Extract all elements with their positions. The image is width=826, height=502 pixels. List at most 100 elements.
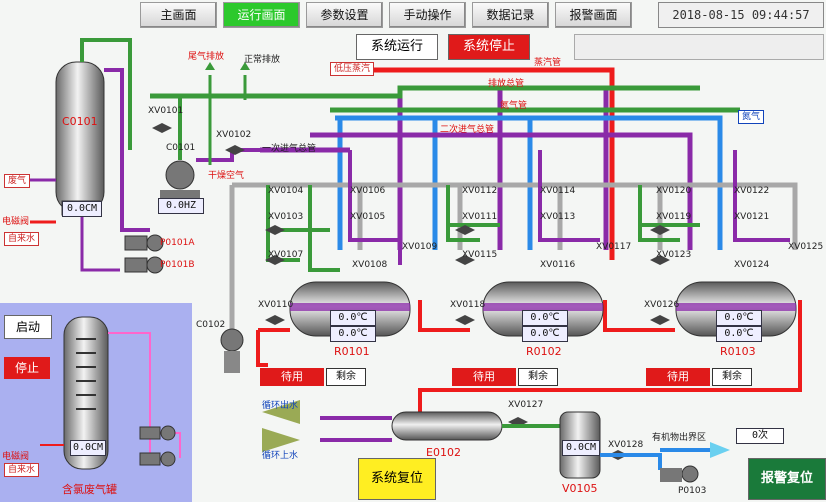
valve-xv0128[interactable]: XV0128 xyxy=(608,440,644,450)
valve-xv0101[interactable]: XV0101 xyxy=(148,106,184,116)
valve-xv0107[interactable]: XV0107 xyxy=(268,250,304,260)
label-r0101: R0101 xyxy=(334,345,370,358)
tank-stop-button[interactable]: 停止 xyxy=(4,357,50,379)
tank-feed-water-tag: 自来水 xyxy=(4,463,40,477)
r0102-temp-1: 0.0℃ xyxy=(522,310,568,326)
reactor-branches xyxy=(266,150,790,272)
tank-c0102 xyxy=(220,328,244,352)
column-c0101 xyxy=(55,61,105,213)
v0105-level-readout: 0.0CM xyxy=(562,440,600,456)
r0103-temp-2: 0.0℃ xyxy=(716,326,762,342)
label-dry-air: 干燥空气 xyxy=(208,171,245,181)
valve-xv0119[interactable]: XV0119 xyxy=(656,212,692,222)
system-reset-button[interactable]: 系统复位 xyxy=(358,458,436,500)
nav-data-records[interactable]: 数据记录 xyxy=(472,2,549,28)
valve-xv0106[interactable]: XV0106 xyxy=(350,186,386,196)
r0101-status[interactable]: 待用 xyxy=(260,368,324,386)
tank-title: 含氯废气罐 xyxy=(62,483,117,496)
tank-level-readout: 0.0CM xyxy=(70,440,106,456)
r0102-status[interactable]: 待用 xyxy=(452,368,516,386)
label-r0103: R0103 xyxy=(720,345,756,358)
valve-xv0115[interactable]: XV0115 xyxy=(462,250,498,260)
nav-run-screen[interactable]: 运行画面 xyxy=(223,2,300,28)
label-steam-main: 蒸汽管 xyxy=(534,58,562,68)
datetime-display: 2018-08-15 09:44:57 xyxy=(658,2,824,28)
r0103-temp-1: 0.0℃ xyxy=(716,310,762,326)
tag-exhaust-gas: 废气 xyxy=(4,174,31,188)
header-pipes xyxy=(150,67,798,330)
message-box xyxy=(574,34,824,60)
label-e0102: E0102 xyxy=(426,446,461,459)
pump-p0103 xyxy=(681,465,699,483)
cycle-counter: 0次 xyxy=(736,428,784,444)
valve-xv0104[interactable]: XV0104 xyxy=(268,186,304,196)
valve-xv0126[interactable]: XV0126 xyxy=(644,300,680,310)
valve-xv0120[interactable]: XV0120 xyxy=(656,186,692,196)
label-v0105: V0105 xyxy=(562,482,598,495)
r0101-temp-2: 0.0℃ xyxy=(330,326,376,342)
system-stop-button[interactable]: 系统停止 xyxy=(448,34,530,60)
valve-symbols xyxy=(152,123,670,460)
tag-nitrogen: 氮气 xyxy=(738,110,765,124)
valve-xv0113[interactable]: XV0113 xyxy=(540,212,576,222)
tank-panel: 启动 停止 0.0CM 电磁阀 自来水 含氯废气罐 xyxy=(0,303,192,502)
label-tail-gas: 尾气排放 xyxy=(188,52,225,62)
valve-xv0116[interactable]: XV0116 xyxy=(540,260,576,270)
tag-feed-water: 自来水 xyxy=(4,232,40,246)
nav-main-screen[interactable]: 主画面 xyxy=(140,2,217,28)
valve-xv0122[interactable]: XV0122 xyxy=(734,186,770,196)
tank-electric-valve-label: 电磁阀 xyxy=(2,452,30,462)
r0101-remain: 剩余 xyxy=(326,368,366,386)
alarm-reset-button[interactable]: 报警复位 xyxy=(748,458,826,500)
valve-xv0111[interactable]: XV0111 xyxy=(462,212,498,222)
nav-parameter-settings[interactable]: 参数设置 xyxy=(306,2,383,28)
valve-xv0121[interactable]: XV0121 xyxy=(734,212,770,222)
c0101-level-readout: 0.0CM xyxy=(62,201,102,217)
label-exhaust-main: 排放总管 xyxy=(488,79,525,89)
nav-manual-operation[interactable]: 手动操作 xyxy=(389,2,466,28)
valve-xv0103[interactable]: XV0103 xyxy=(268,212,304,222)
label-secondary-inlet: 二次进气总管 xyxy=(440,125,495,135)
tank-start-button[interactable]: 启动 xyxy=(4,315,52,339)
valve-xv0125[interactable]: XV0125 xyxy=(788,242,824,252)
label-fan-c0101: C0101 xyxy=(166,143,196,153)
label-p0101b: P0101B xyxy=(160,260,195,270)
valve-xv0110[interactable]: XV0110 xyxy=(258,300,294,310)
valve-xv0109[interactable]: XV0109 xyxy=(402,242,438,252)
pumps-p0101 xyxy=(124,234,164,274)
label-r0102: R0102 xyxy=(526,345,562,358)
label-normal-exhaust: 正常排放 xyxy=(244,55,281,65)
valve-xv0108[interactable]: XV0108 xyxy=(352,260,388,270)
r0103-status[interactable]: 待用 xyxy=(646,368,710,386)
label-primary-inlet: 一次进气总管 xyxy=(262,144,317,154)
label-p0103: P0103 xyxy=(678,486,707,496)
exchanger-e0102 xyxy=(391,411,503,441)
valve-xv0114[interactable]: XV0114 xyxy=(540,186,576,196)
valve-xv0117[interactable]: XV0117 xyxy=(596,242,632,252)
red-outlet-pipe xyxy=(256,300,802,420)
tank-graphic xyxy=(40,316,181,470)
label-cooling-water-out: 循环出水 xyxy=(262,401,299,411)
tag-low-pressure-steam: 低压蒸汽 xyxy=(330,62,375,76)
valve-xv0127[interactable]: XV0127 xyxy=(508,400,544,410)
valve-xv0124[interactable]: XV0124 xyxy=(734,260,770,270)
label-nitrogen-main: 氮气管 xyxy=(500,101,528,111)
main-nav: 主画面 运行画面 参数设置 手动操作 数据记录 报警画面 xyxy=(140,2,632,28)
valve-xv0118[interactable]: XV0118 xyxy=(450,300,486,310)
valve-xv0102[interactable]: XV0102 xyxy=(216,130,252,140)
label-organic-out: 有机物出界区 xyxy=(652,433,707,443)
r0101-temp-1: 0.0℃ xyxy=(330,310,376,326)
nav-alarm-screen[interactable]: 报警画面 xyxy=(555,2,632,28)
valve-xv0112[interactable]: XV0112 xyxy=(462,186,498,196)
r0102-temp-2: 0.0℃ xyxy=(522,326,568,342)
label-electric-valve: 电磁阀 xyxy=(2,217,30,227)
label-p0101a: P0101A xyxy=(160,238,195,248)
valve-xv0123[interactable]: XV0123 xyxy=(656,250,692,260)
label-cooling-water-in: 循环上水 xyxy=(262,451,299,461)
r0103-remain: 剩余 xyxy=(712,368,752,386)
valve-xv0105[interactable]: XV0105 xyxy=(350,212,386,222)
system-run-button[interactable]: 系统运行 xyxy=(356,34,438,60)
label-c0102: C0102 xyxy=(196,320,226,330)
reactors xyxy=(289,281,797,337)
